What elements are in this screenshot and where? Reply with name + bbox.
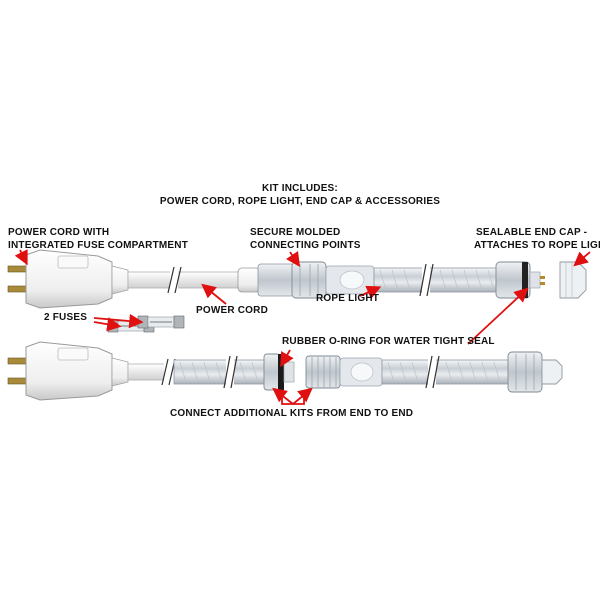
arrow-fuse-1 (93, 317, 122, 332)
bottom-plug-prongs (7, 357, 27, 385)
bottom-plug (25, 341, 113, 401)
label-power-cord: POWER CORD (196, 305, 268, 316)
arrow-secure-molded (286, 251, 300, 267)
arrow-power-cord-fuse (14, 249, 28, 266)
arrow-o-ring (280, 349, 294, 368)
bottom-end-connector (507, 351, 543, 393)
bottom-connector-left (263, 353, 281, 391)
label-rope-light: ROPE LIGHT (316, 293, 380, 304)
arrow-connect-left (272, 387, 294, 405)
bottom-threaded-connector (305, 355, 341, 389)
arrow-fuse-2 (93, 313, 144, 329)
top-plug-prongs (7, 265, 27, 293)
top-break-2 (419, 263, 434, 297)
label-power-cord-fuse-2: INTEGRATED FUSE COMPARTMENT (8, 240, 189, 251)
callout-arrows (14, 249, 591, 405)
top-break-1 (167, 266, 182, 294)
label-end-cap-1: SEALABLE END CAP - (476, 227, 588, 238)
bottom-assembly (7, 341, 563, 401)
top-plug (25, 249, 113, 309)
label-power-cord-fuse-1: POWER CORD WITH (8, 227, 110, 238)
top-power-cord (127, 271, 241, 289)
top-fuse-compartment (57, 255, 89, 269)
top-strain-relief (237, 267, 261, 293)
label-o-ring: RUBBER O-RING FOR WATER TIGHT SEAL (282, 336, 495, 347)
kit-header-line-2: POWER CORD, ROPE LIGHT, END CAP & ACCESS… (159, 196, 441, 207)
bottom-rope-light-2 (381, 359, 511, 385)
bottom-end-cap (541, 359, 563, 385)
label-connect-kits: CONNECT ADDITIONAL KITS FROM END TO END (170, 408, 414, 419)
top-end-cap (559, 261, 587, 299)
arrow-o-ring-long (467, 287, 529, 345)
bottom-power-cord (127, 363, 167, 381)
fuses (107, 315, 185, 333)
kit-header-line-1: KIT INCLUDES: (262, 183, 338, 194)
fuse-2 (137, 315, 185, 329)
arrow-power-cord (201, 283, 227, 305)
label-secure-molded-2: CONNECTING POINTS (250, 240, 361, 251)
arrow-end-cap (573, 251, 591, 267)
bottom-break-2 (223, 355, 238, 389)
o-ring (278, 354, 284, 390)
bottom-rope-light-1 (173, 359, 267, 385)
label-secure-molded-1: SECURE MOLDED (250, 227, 341, 238)
label-end-cap-2: ATTACHES TO ROPE LIGHT (474, 240, 600, 251)
arrow-rope-light (359, 285, 382, 299)
label-fuses: 2 FUSES (44, 312, 88, 323)
arrow-connect-right (292, 387, 313, 405)
bottom-break-3 (425, 355, 440, 389)
top-assembly (7, 249, 587, 309)
